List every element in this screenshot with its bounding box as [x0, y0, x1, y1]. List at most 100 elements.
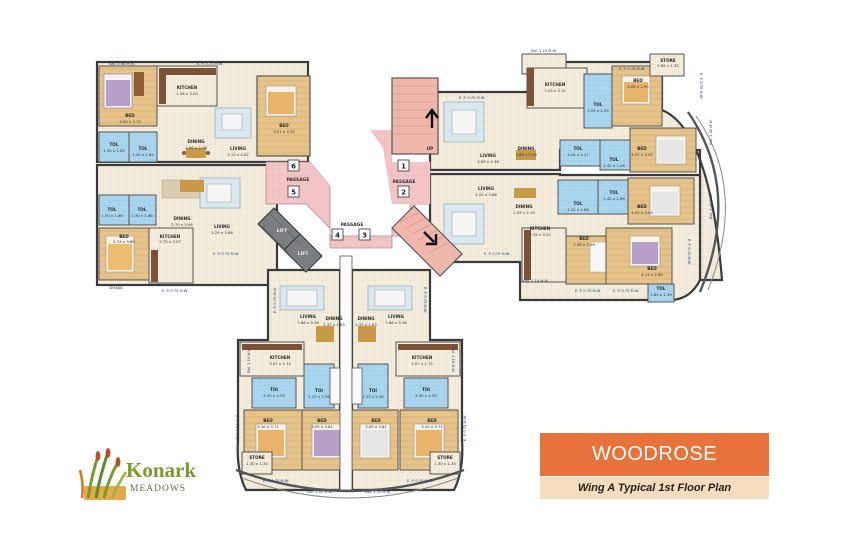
w-dining-label: DINING — [173, 216, 191, 221]
e-bal-label: Bal. 1.10 M.W. — [523, 279, 549, 283]
e-bed-label: BED — [637, 204, 647, 209]
se-toi1-size: 2.35 x 1.53 — [415, 393, 437, 398]
ne-ep-top2-label: E. P. 0.75 M.W. — [619, 67, 645, 71]
e-tol3-label: TOL — [656, 286, 665, 291]
plan-title: WOODROSE — [591, 443, 718, 465]
se-kitchen-label: KITCHEN — [412, 355, 433, 360]
e-bed3-label: BED — [647, 266, 657, 271]
sw-ep-top-label: E. P. 0.75 M.W. — [273, 287, 277, 313]
se-bed1-label: BED — [427, 418, 437, 423]
nw-living-label: LIVING — [230, 146, 247, 151]
se-store-size: 1.30 x 1.35 — [434, 461, 456, 466]
sw-bed2-size: 3.05 x 3.81 — [311, 424, 333, 429]
e-dining-size: 2.03 x 2.19 — [513, 210, 535, 215]
ne-store-label: STORE — [660, 58, 676, 63]
sw-toi1-size: 2.35 x 1.53 — [263, 393, 285, 398]
e-ep-right-label: E. P. 0.70 M.W. — [687, 239, 691, 265]
w-tol1-label: TOL — [107, 207, 116, 212]
e-bed2-label: BED — [579, 236, 589, 241]
w-tol2-label: TOL — [137, 207, 146, 212]
sw-store-size: 1.30 x 1.35 — [246, 461, 268, 466]
w-dining-size: 2.70 x 2.94 — [171, 222, 193, 227]
flat-northwest — [95, 60, 311, 164]
e-kitchen-label: KITCHEN — [530, 226, 551, 231]
sw-store-label: STORE — [249, 455, 265, 460]
e-dining-label: DINING — [515, 204, 533, 209]
nw-bed-a-size: 3.09 x 3.75 — [119, 119, 141, 124]
w-tol1-size: 1.30 x 1.86 — [101, 213, 123, 218]
sw-bed2-label: BED — [317, 418, 327, 423]
e-living-label: LIVING — [478, 186, 495, 191]
sw-toi1-label: TOI — [270, 387, 278, 392]
e-kitchen-size: 2.39 x 3.22 — [529, 232, 551, 237]
ne-ep-top-label: E. P. 0.75 M.W. — [459, 96, 485, 100]
w-dhajja-label: DHAJJA — [109, 285, 123, 290]
flat-east — [428, 172, 702, 303]
lift-shaft — [257, 207, 323, 273]
w-tol2-size: 1.30 x 1.86 — [131, 213, 153, 218]
w-living-size: 3.29 x 3.86 — [211, 230, 233, 235]
passage-number-3: 3 — [362, 232, 367, 240]
sw-ep-bottom-label: E. P. 0.70 M.W. — [263, 479, 289, 483]
se-dining-size: 2.37 x 1.83 — [355, 322, 377, 327]
se-bal-bottom-label: Bal. 1.50 M.W. — [365, 490, 391, 494]
nw-tol2-label: TOL — [138, 146, 147, 151]
reeds-logo-icon — [78, 448, 128, 500]
sw-bed1-size: 3.10 x 3.71 — [257, 424, 279, 429]
flat-west — [95, 163, 279, 287]
passage-label-west: PASSAGE — [287, 177, 310, 183]
se-dining-label: DINING — [357, 316, 375, 321]
sw-dining-label: DINING — [325, 316, 343, 321]
se-toi2-label: TOI — [369, 388, 377, 393]
ne-kitchen-label: KITCHEN — [545, 82, 566, 87]
passage-number-1: 1 — [401, 163, 406, 171]
w-ep-bottom-label: E. P. 0.75 M.W. — [213, 252, 239, 256]
sw-living-size: 3.86 x 3.36 — [297, 320, 319, 325]
staircase-down — [391, 205, 463, 277]
se-ep-bottom-label: E. P. 0.70 M.W. — [407, 479, 433, 483]
ne-dining-size: 1.69 x 3.16 — [515, 152, 537, 157]
ne-bed-label: BED — [633, 78, 643, 83]
staircase-up — [391, 77, 439, 155]
se-toi2-size: 1.23 x 2.36 — [362, 394, 384, 399]
se-bal-label: Bal. 1.10 M.W. — [451, 347, 455, 373]
ne-tol2-size: 2.04 x 1.37 — [567, 152, 589, 157]
nw-bal-label: Bal. 0.88 M.W. — [109, 62, 135, 66]
ne-ep-right-label: E. P. 0.70 M.W. — [699, 73, 703, 99]
lift-label-2: LIFT — [298, 251, 310, 257]
passage-number-4: 4 — [335, 232, 340, 240]
e-ep-mid-label: E. P. 0.75 M.W. — [484, 252, 510, 256]
w-kitchen-size: 2.75 x 3.07 — [159, 239, 181, 244]
sw-kitchen-size: 3.07 x 2.74 — [269, 361, 291, 366]
ne-living-label: LIVING — [480, 153, 497, 158]
nw-bed-a-label: BED — [125, 113, 135, 118]
lift-label-1: LIFT — [277, 228, 289, 234]
sw-living-label: LIVING — [300, 314, 317, 319]
se-ep-top-label: E. P. 0.75 M.W. — [423, 287, 427, 313]
e-bed2-size: 2.46 x 2.99 — [573, 242, 595, 247]
se-bed2-size: 3.05 x 3.81 — [365, 424, 387, 429]
e-living-size: 4.52 x 3.86 — [475, 192, 497, 197]
ne-dining-label: DINING — [517, 146, 535, 151]
w-living-label: LIVING — [214, 224, 231, 229]
nw-dining-size: 1.98 x 2.58 — [185, 145, 207, 150]
sw-bal-label: Bal. 1.10 M.W. — [247, 347, 251, 373]
ne-living-size: 4.65 x 4.36 — [477, 159, 499, 164]
plan-subtitle-box: Wing A Typical 1st Floor Plan — [540, 477, 769, 499]
ne-bed-size: 4.08 x 2.90 — [627, 84, 649, 89]
nw-ep-top-label: E. P. 0.75 M.W. — [197, 62, 223, 66]
ne-bed2-size: 4.07 x 3.05 — [631, 152, 653, 157]
sw-kitchen-label: KITCHEN — [270, 355, 291, 360]
nw-tol1-label: TOL — [109, 142, 118, 147]
nw-dining-label: DINING — [187, 139, 205, 144]
e-bal-right-label: Bal. 1.40 M.W. — [709, 193, 713, 219]
passage-number-6: 6 — [291, 163, 296, 171]
passage-number-2: 2 — [401, 189, 406, 197]
nw-living-size: 3.12 x 4.82 — [227, 152, 249, 157]
e-tol1-size: 1.22 x 1.86 — [567, 207, 589, 212]
ne-tol2-label: TOL — [573, 146, 582, 151]
se-ep-right-label: E. P. 0.75 M.W. — [463, 415, 467, 441]
sw-bed1-label: BED — [263, 418, 273, 423]
curved-balcony-south — [235, 468, 465, 493]
